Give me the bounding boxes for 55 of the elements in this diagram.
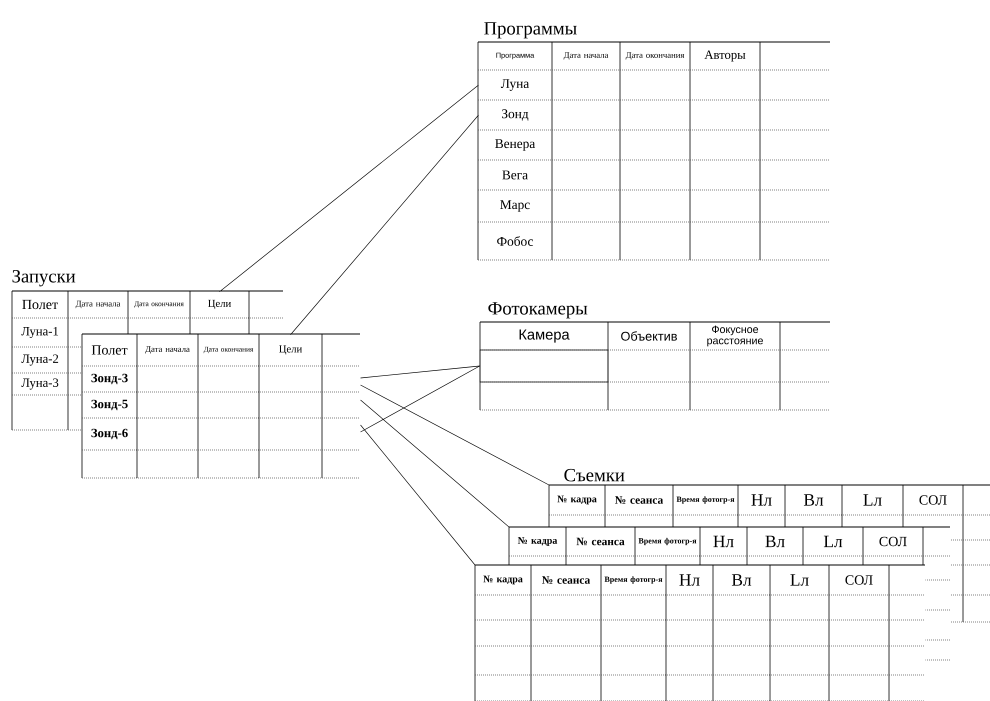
table-cell: Полет bbox=[22, 300, 58, 310]
table-title: Фотокамеры bbox=[488, 302, 588, 318]
table-title: Запуски bbox=[12, 270, 76, 286]
table-cell: Луна bbox=[500, 79, 530, 91]
table-cell: Зонд-3 bbox=[91, 374, 128, 384]
empty-cell bbox=[480, 350, 608, 382]
table-cell: Дата начала bbox=[145, 346, 190, 354]
connector-line bbox=[219, 84, 479, 292]
table-cell: Время фотогр-я bbox=[638, 538, 696, 546]
table-cell: № сеанса bbox=[576, 538, 625, 546]
table-cell: Дата начала bbox=[76, 300, 120, 308]
connector-line bbox=[360, 384, 550, 486]
table-cell: Lл bbox=[863, 494, 882, 506]
table-cell: Вега bbox=[502, 170, 528, 180]
table-title: Программы bbox=[484, 22, 577, 38]
table-cell: Нл bbox=[751, 494, 772, 506]
table-cell: Камера bbox=[520, 329, 570, 343]
table-cell: Вл bbox=[732, 574, 752, 586]
table-cell: № сеанса bbox=[542, 576, 590, 584]
table-cell: Полет bbox=[92, 345, 128, 355]
table bbox=[82, 334, 360, 478]
table-cell: Авторы bbox=[704, 50, 746, 62]
table-cell: № кадра bbox=[557, 496, 597, 504]
table-cell: Время фотогр-я bbox=[604, 576, 662, 584]
table-cell: СОЛ bbox=[879, 536, 907, 546]
table-cell: Lл bbox=[790, 574, 809, 586]
table-cell: Lл bbox=[824, 536, 842, 548]
connector-line bbox=[290, 114, 479, 336]
connector-line bbox=[360, 366, 480, 432]
table-cell: Луна-3 bbox=[21, 378, 58, 390]
table-cell: Луна-1 bbox=[21, 326, 58, 338]
table-cell: Фобос bbox=[497, 236, 534, 246]
table-cell: СОЛ bbox=[845, 575, 873, 585]
connector-line bbox=[360, 400, 510, 528]
table-cell: Вл bbox=[804, 494, 824, 506]
table-cell: Дата окончания bbox=[626, 52, 684, 60]
table-cell: Объектив bbox=[621, 331, 677, 341]
table-cell: Нл bbox=[713, 536, 734, 548]
table-cell: Зонд-5 bbox=[91, 400, 128, 410]
table-cell: Цели bbox=[208, 300, 231, 310]
table-cell: Нл bbox=[679, 574, 700, 586]
table bbox=[474, 564, 926, 701]
table-cell: Марс bbox=[500, 200, 530, 212]
connector-line bbox=[360, 366, 480, 378]
table-cell: Вл bbox=[765, 536, 785, 548]
table-title: Съемки bbox=[564, 468, 624, 482]
connector-line bbox=[360, 424, 476, 566]
table-cell: Фокусное расстояние bbox=[707, 326, 763, 346]
table-cell: СОЛ bbox=[919, 495, 947, 505]
table-cell: Дата начала bbox=[564, 52, 608, 60]
table-cell: Луна-2 bbox=[21, 354, 58, 366]
table-cell: Венера bbox=[495, 139, 536, 151]
table-cell: № сеанса bbox=[615, 496, 664, 504]
table-cell: Время фотогр-я bbox=[676, 496, 734, 504]
table-cell: Зонд bbox=[502, 109, 528, 121]
